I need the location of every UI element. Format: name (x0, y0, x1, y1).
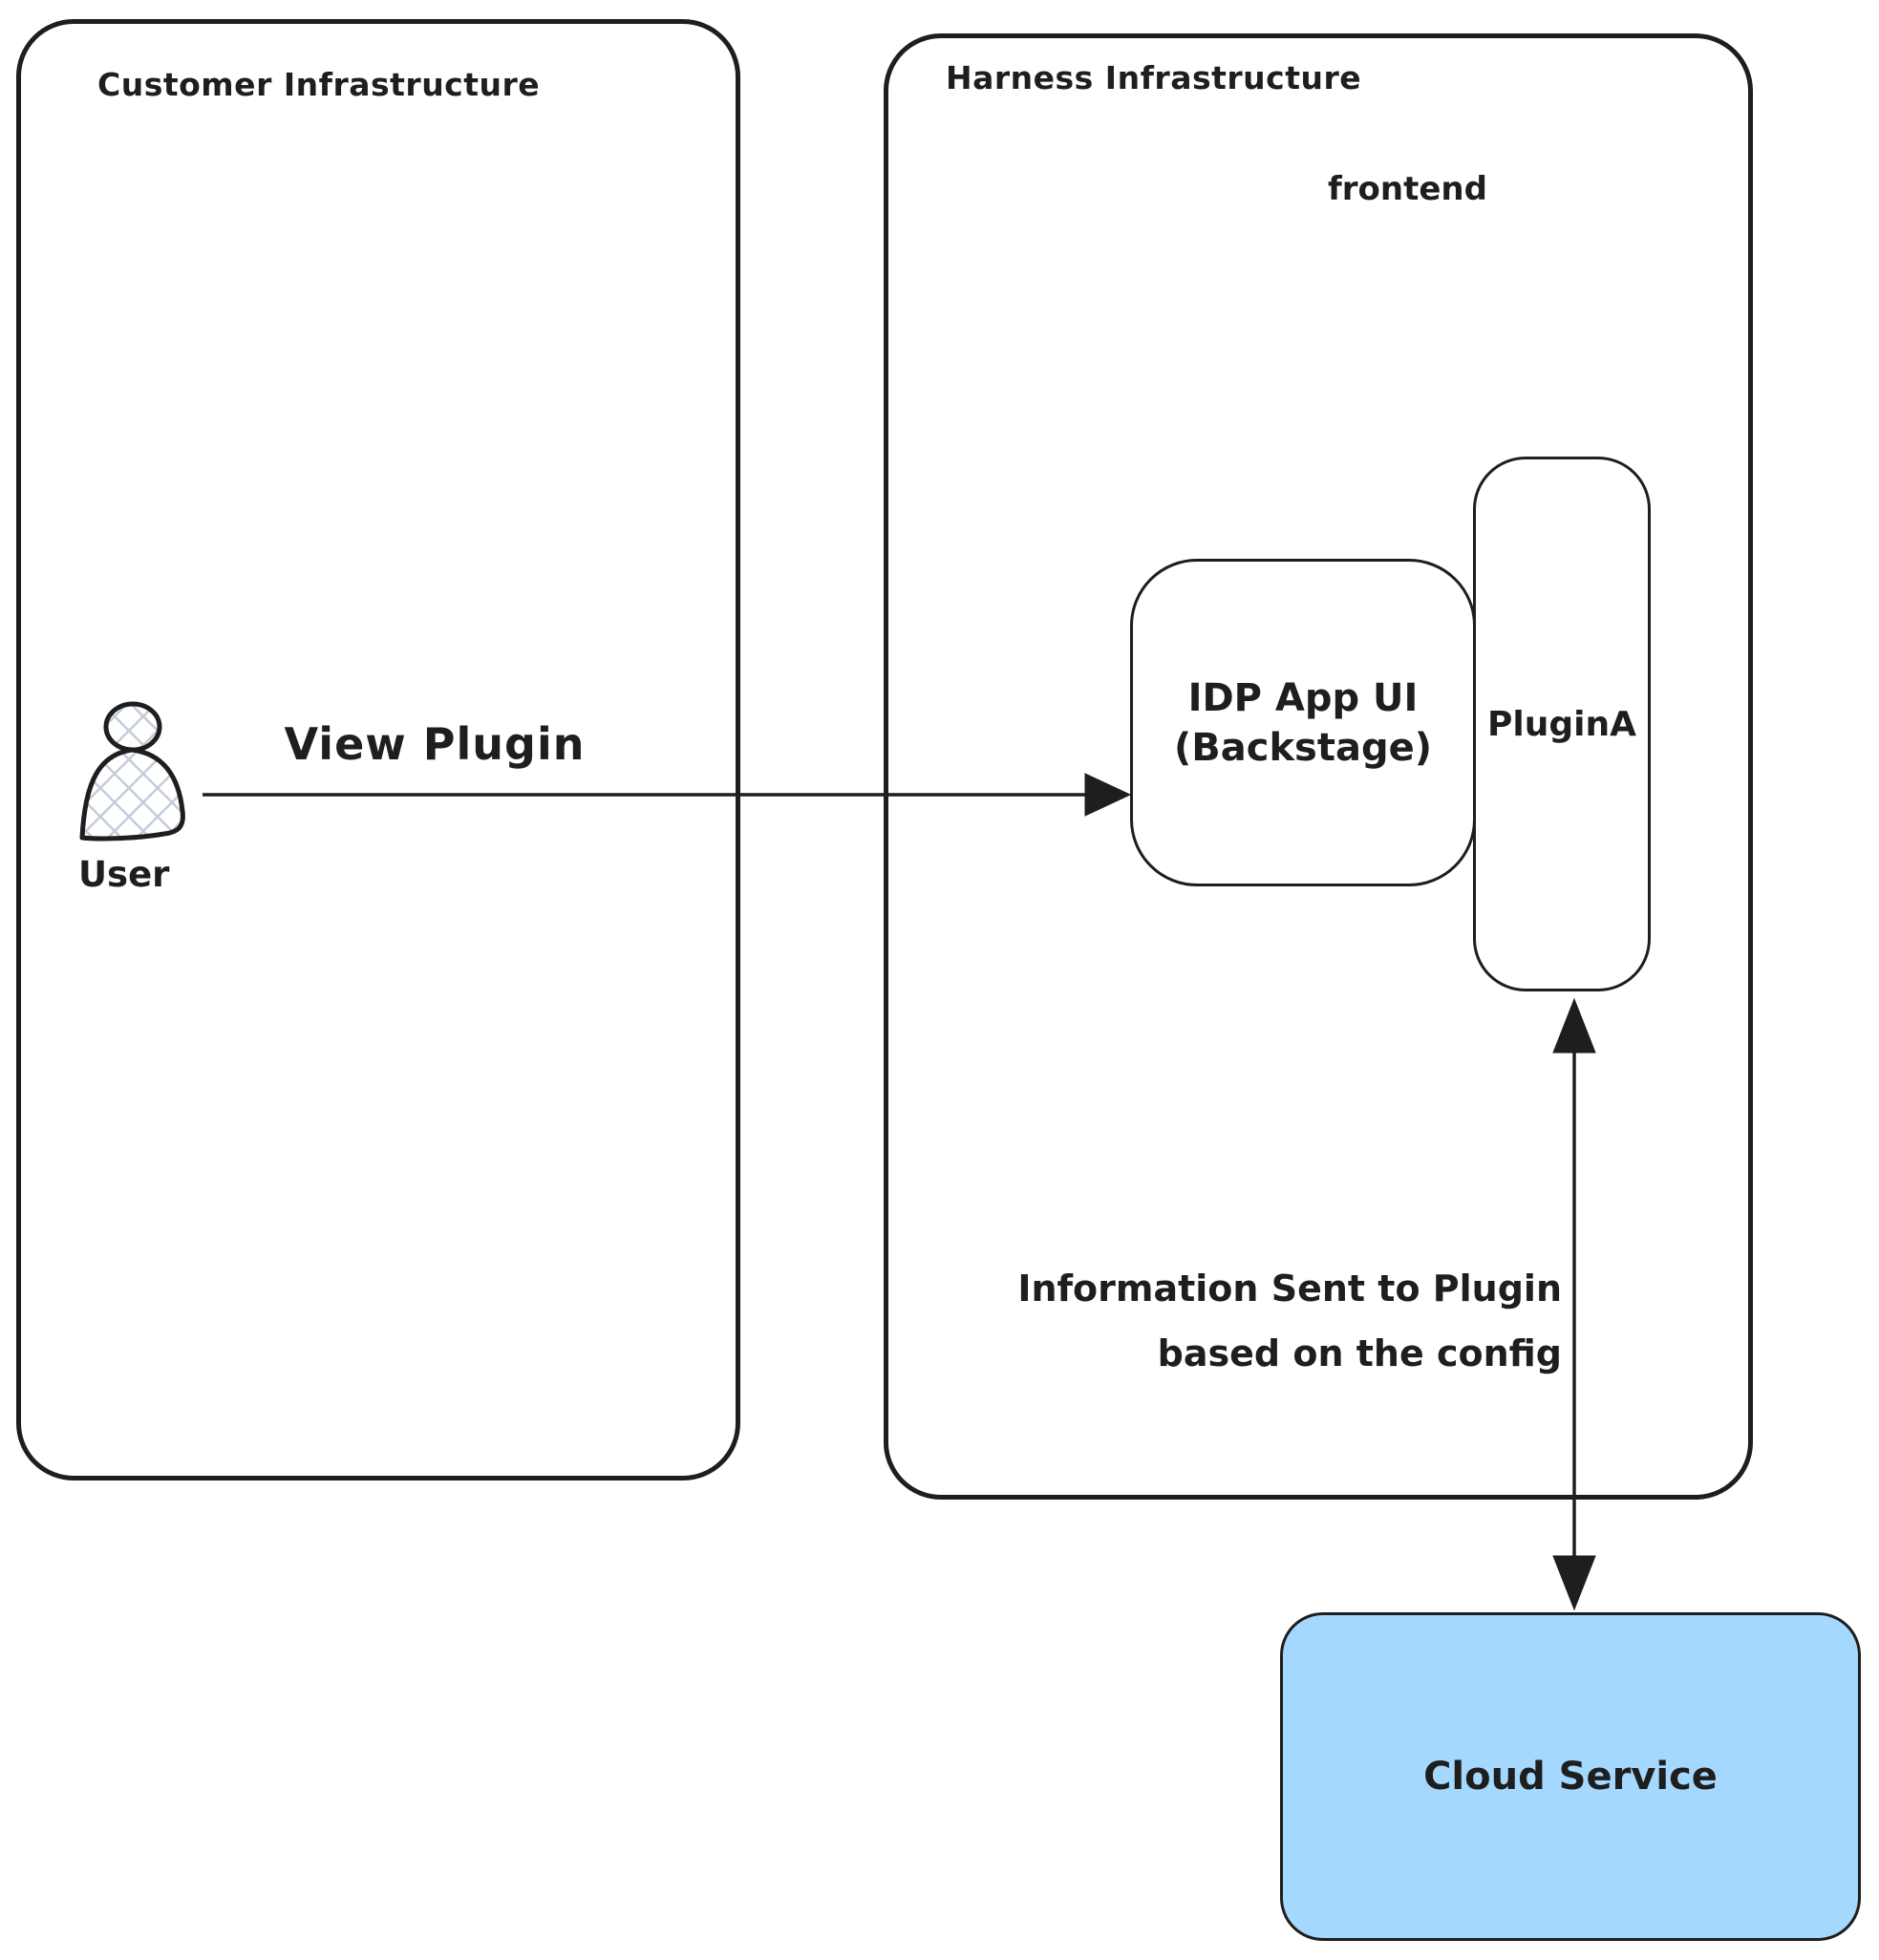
customer-infrastructure-box: Customer Infrastructure (16, 19, 740, 1481)
cloud-service-node: Cloud Service (1280, 1612, 1861, 1941)
idp-app-ui-label-line1: IDP App UI (1187, 675, 1419, 720)
idp-app-ui-label-line2: (Backstage) (1173, 725, 1433, 770)
plugin-a-node: PluginA (1473, 457, 1651, 991)
info-sent-label: Information Sent to Plugin based on the … (970, 1257, 1562, 1386)
info-sent-label-line2: based on the config (1157, 1332, 1562, 1374)
info-sent-label-line1: Information Sent to Plugin (1017, 1268, 1562, 1310)
cloud-service-label: Cloud Service (1423, 1755, 1718, 1799)
idp-app-ui-node: IDP App UI (Backstage) (1130, 559, 1476, 886)
plugin-a-label: PluginA (1487, 704, 1636, 744)
harness-infrastructure-title: Harness Infrastructure (946, 59, 1362, 96)
idp-app-ui-label: IDP App UI (Backstage) (1174, 673, 1432, 773)
customer-infrastructure-title: Customer Infrastructure (97, 66, 541, 103)
user-label: User (78, 854, 170, 895)
view-plugin-arrow-label: View Plugin (284, 718, 586, 770)
frontend-label: frontend (1328, 170, 1487, 208)
harness-infrastructure-box: Harness Infrastructure frontend (884, 33, 1753, 1500)
